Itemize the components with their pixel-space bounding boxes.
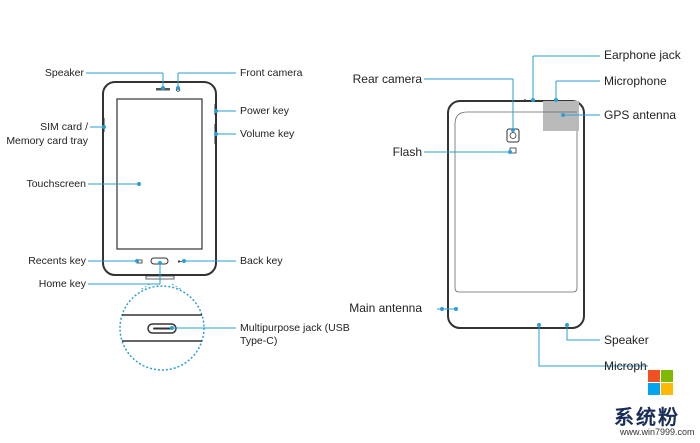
label-touchscreen: Touchscreen bbox=[26, 178, 86, 190]
tablet-back bbox=[447, 99, 585, 329]
windows-logo bbox=[648, 370, 673, 395]
label-flash: Flash bbox=[392, 145, 422, 159]
label-front-camera: Front camera bbox=[240, 67, 303, 79]
watermark-title: 系统粉 bbox=[614, 407, 680, 429]
label-gps-antenna: GPS antenna bbox=[604, 108, 677, 122]
back-leader-lines bbox=[424, 55, 648, 367]
tray-slot bbox=[103, 118, 105, 132]
label-sim-line1: SIM card / bbox=[40, 121, 88, 133]
front-leader-lines bbox=[86, 72, 236, 330]
label-rear-camera: Rear camera bbox=[352, 72, 422, 86]
gps-antenna-area bbox=[543, 101, 579, 131]
label-microphone-top: Microphone bbox=[604, 74, 667, 88]
label-volume-key: Volume key bbox=[240, 128, 295, 140]
label-speaker-back: Speaker bbox=[604, 333, 649, 347]
tablet-front bbox=[102, 81, 217, 280]
label-main-antenna: Main antenna bbox=[349, 301, 422, 315]
back-key-shape bbox=[177, 259, 182, 264]
label-multipurpose-line1: Multipurpose jack (USB bbox=[240, 322, 350, 334]
label-recents-key: Recents key bbox=[28, 255, 86, 267]
label-earphone-jack: Earphone jack bbox=[604, 48, 681, 62]
label-microphone-bottom: Microph bbox=[604, 359, 647, 373]
label-power-key: Power key bbox=[240, 105, 290, 117]
label-back-key: Back key bbox=[240, 255, 283, 267]
label-sim-line2: Memory card tray bbox=[6, 135, 88, 147]
usb-zoom-detail bbox=[119, 283, 205, 371]
label-multipurpose-line2: Type-C) bbox=[240, 335, 278, 347]
label-home-key: Home key bbox=[38, 278, 86, 290]
label-speaker-front: Speaker bbox=[44, 67, 84, 79]
watermark-url: www.win7999.com bbox=[620, 427, 695, 437]
